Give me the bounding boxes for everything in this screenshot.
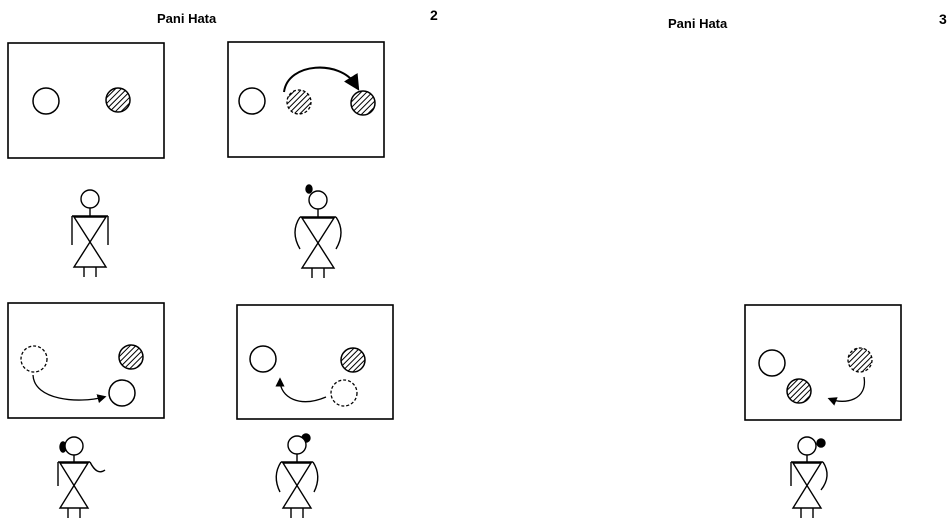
hatched-ball-ghost bbox=[286, 89, 312, 115]
hatched-ball bbox=[350, 90, 376, 116]
plain-ball-ghost bbox=[20, 345, 48, 373]
left-arm bbox=[275, 461, 282, 493]
hatched-ball-ghost bbox=[847, 347, 873, 373]
right-arm bbox=[312, 461, 319, 493]
figure-head bbox=[797, 436, 817, 456]
figure-head bbox=[80, 189, 100, 209]
figure-5 bbox=[790, 436, 828, 518]
right-arm bbox=[820, 461, 828, 491]
right-arm bbox=[89, 461, 106, 473]
hatched-ball bbox=[786, 378, 812, 404]
plain-ball bbox=[249, 345, 277, 373]
figure-3 bbox=[57, 436, 106, 518]
plain-ball bbox=[238, 87, 266, 115]
panel-4 bbox=[236, 304, 394, 420]
panel-1 bbox=[7, 42, 165, 159]
figure-head bbox=[308, 190, 328, 210]
move-arrow bbox=[32, 374, 107, 404]
panel-frame bbox=[7, 42, 165, 159]
panel-5 bbox=[744, 304, 902, 421]
plain-ball bbox=[32, 87, 60, 115]
panel-2 bbox=[227, 41, 385, 158]
move-arrow bbox=[827, 376, 865, 406]
page-number-left: 2 bbox=[430, 7, 438, 23]
move-arrow bbox=[283, 66, 360, 93]
figure-body bbox=[281, 462, 313, 509]
figure-body bbox=[58, 462, 90, 509]
page-number-right: 3 bbox=[939, 11, 947, 27]
hair-bun bbox=[816, 438, 826, 448]
figure-2 bbox=[294, 184, 342, 278]
plain-ball-ghost bbox=[330, 379, 358, 407]
figure-1 bbox=[71, 189, 109, 277]
page-title-right: Pani Hata bbox=[668, 16, 728, 31]
hatched-ball bbox=[340, 347, 366, 373]
figure-head bbox=[287, 435, 307, 455]
plain-ball bbox=[758, 349, 786, 377]
figure-head bbox=[64, 436, 84, 456]
figure-body bbox=[300, 217, 336, 269]
move-arrow bbox=[275, 377, 327, 403]
figure-4 bbox=[275, 433, 319, 518]
hatched-ball bbox=[105, 87, 131, 113]
figure-body bbox=[791, 462, 823, 509]
hatched-ball bbox=[118, 344, 144, 370]
left-arm bbox=[294, 216, 301, 250]
hair-bun bbox=[305, 184, 313, 194]
right-arm bbox=[335, 216, 342, 250]
plain-ball bbox=[108, 379, 136, 407]
figure-body bbox=[72, 216, 108, 268]
page-title-left: Pani Hata bbox=[157, 11, 217, 26]
panel-3 bbox=[7, 302, 165, 419]
